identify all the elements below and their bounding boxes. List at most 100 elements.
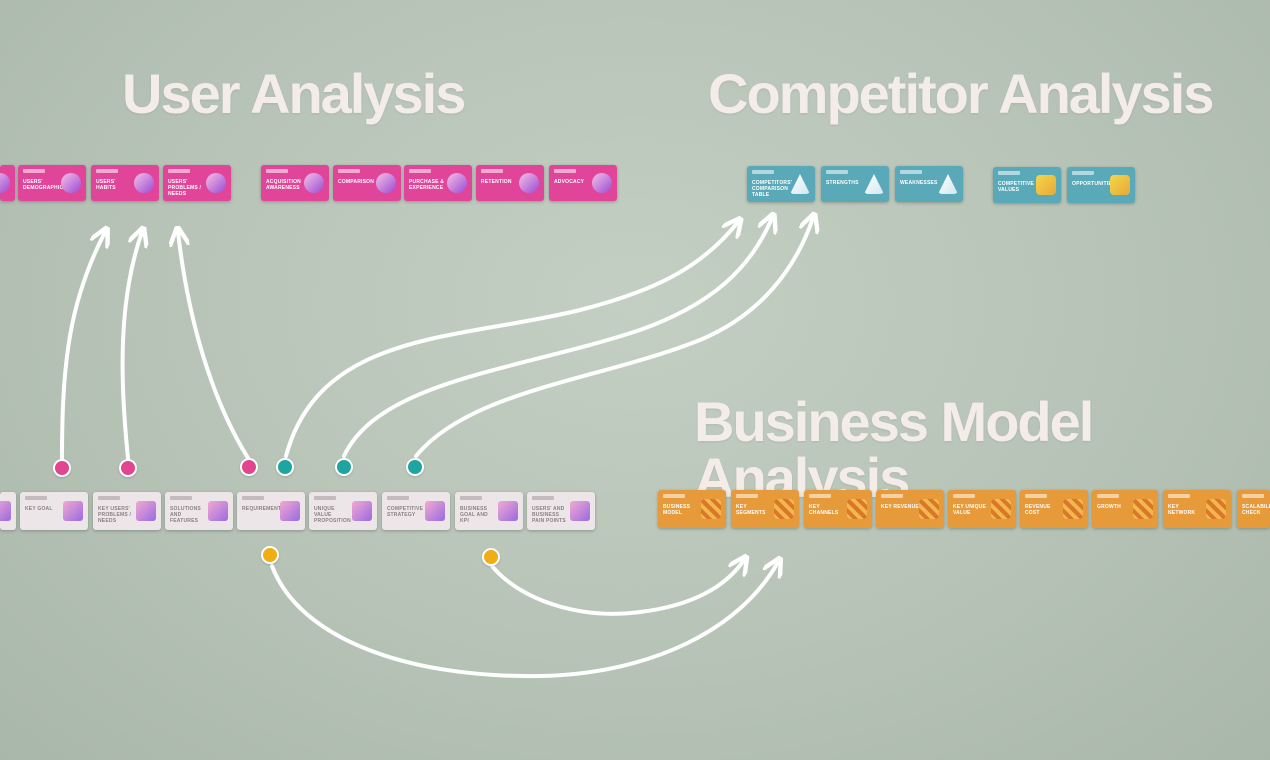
card-art-icon bbox=[376, 173, 396, 193]
user-card-problems[interactable]: Users' Problems / Needs bbox=[163, 165, 231, 201]
card-title: Users' Habits bbox=[96, 179, 116, 191]
business-card-scalability[interactable]: Scalability Check bbox=[1237, 490, 1270, 528]
yellow-dot-1[interactable] bbox=[261, 546, 279, 564]
card-title: Retention bbox=[481, 179, 512, 185]
teal-dot-3[interactable] bbox=[406, 458, 424, 476]
user-card-acquisition[interactable]: Acquisition Awareness bbox=[261, 165, 329, 201]
user-card-purchase[interactable]: Purchase & Experience bbox=[404, 165, 472, 201]
card-art-icon bbox=[304, 173, 324, 193]
arrow-teal-2 bbox=[342, 218, 772, 458]
card-title: Unique Value Proposition bbox=[314, 506, 351, 524]
card-art-icon bbox=[774, 499, 794, 519]
card-title: Competitive Values bbox=[998, 181, 1035, 193]
business-card-unique-value[interactable]: Key Unique Value bbox=[948, 490, 1016, 528]
card-title: Requirements bbox=[242, 506, 285, 512]
card-art-icon bbox=[352, 501, 372, 521]
card-art-icon bbox=[864, 174, 884, 194]
card-title: Competitors' Comparison Table bbox=[752, 180, 793, 198]
card-title: Comparison bbox=[338, 179, 375, 185]
card-art-icon bbox=[938, 174, 958, 194]
user-card-0[interactable] bbox=[0, 165, 15, 201]
middle-card-competitive-strategy[interactable]: Competitive Strategy bbox=[382, 492, 450, 530]
competitor-card-weaknesses[interactable]: Weaknesses bbox=[895, 166, 963, 202]
card-title: Users' and Business Pain Points bbox=[532, 506, 566, 524]
card-title: Key Goal bbox=[25, 506, 53, 512]
middle-card-pain-points[interactable]: Users' and Business Pain Points bbox=[527, 492, 595, 530]
business-card-segments[interactable]: Key Segments bbox=[731, 490, 799, 528]
middle-card-key-goal[interactable]: Key Goal bbox=[20, 492, 88, 530]
competitor-card-strengths[interactable]: Strengths bbox=[821, 166, 889, 202]
business-card-revenue[interactable]: Key Revenue bbox=[876, 490, 944, 528]
card-art-icon bbox=[1063, 499, 1083, 519]
card-art-icon bbox=[701, 499, 721, 519]
card-title: Key Users' Problems / Needs bbox=[98, 506, 132, 524]
yellow-dot-2[interactable] bbox=[482, 548, 500, 566]
card-art-icon bbox=[425, 501, 445, 521]
card-art-icon bbox=[208, 501, 228, 521]
card-art-icon bbox=[519, 173, 539, 193]
user-card-advocacy[interactable]: Advocacy bbox=[549, 165, 617, 201]
card-title: Revenue Cost bbox=[1025, 504, 1051, 516]
middle-card-business-goal[interactable]: Business Goal and KPI bbox=[455, 492, 523, 530]
competitor-card-opportunities[interactable]: Opportunities bbox=[1067, 167, 1135, 203]
business-model-analysis-heading: Business Model Analysis bbox=[694, 390, 1094, 509]
card-title: Weaknesses bbox=[900, 180, 938, 186]
middle-card-0[interactable] bbox=[0, 492, 16, 530]
pink-dot-1[interactable] bbox=[53, 459, 71, 477]
arrow-pink-2 bbox=[120, 232, 142, 460]
competitor-card-comparison-table[interactable]: Competitors' Comparison Table bbox=[747, 166, 815, 202]
card-title: Competitive Strategy bbox=[387, 506, 424, 518]
teal-dot-1[interactable] bbox=[276, 458, 294, 476]
card-title: Key Channels bbox=[809, 504, 839, 516]
competitor-analysis-heading: Competitor Analysis bbox=[708, 62, 1214, 125]
user-card-retention[interactable]: Retention bbox=[476, 165, 544, 201]
card-art-icon bbox=[919, 499, 939, 519]
user-card-demographics[interactable]: Users' Demographics bbox=[18, 165, 86, 201]
user-analysis-heading: User Analysis bbox=[122, 62, 466, 125]
user-card-comparison[interactable]: Comparison bbox=[333, 165, 401, 201]
arrow-pink-3 bbox=[178, 232, 250, 460]
middle-card-solutions[interactable]: Solutions and Features bbox=[165, 492, 233, 530]
card-art-icon bbox=[1133, 499, 1153, 519]
arrow-pink-1 bbox=[60, 232, 105, 460]
card-art-icon bbox=[570, 501, 590, 521]
card-title: Acquisition Awareness bbox=[266, 179, 301, 191]
card-title: Business Model bbox=[663, 504, 691, 516]
card-title: Key Unique Value bbox=[953, 504, 987, 516]
card-title: Users' Problems / Needs bbox=[168, 179, 202, 197]
arrow-yellow-1 bbox=[270, 562, 778, 679]
card-title: Scalability Check bbox=[1242, 504, 1270, 516]
card-title: Solutions and Features bbox=[170, 506, 201, 524]
user-card-habits[interactable]: Users' Habits bbox=[91, 165, 159, 201]
card-art-icon bbox=[991, 499, 1011, 519]
middle-card-unique-value[interactable]: Unique Value Proposition bbox=[309, 492, 377, 530]
business-card-network[interactable]: Key Network bbox=[1163, 490, 1231, 528]
card-art-icon bbox=[0, 501, 11, 521]
card-title: Growth bbox=[1097, 504, 1121, 510]
middle-card-key-users-problems[interactable]: Key Users' Problems / Needs bbox=[93, 492, 161, 530]
card-title: Opportunities bbox=[1072, 181, 1116, 187]
card-title: Key Network bbox=[1168, 504, 1196, 516]
card-art-icon bbox=[1110, 175, 1130, 195]
pink-dot-3[interactable] bbox=[240, 458, 258, 476]
card-title: Business Goal and KPI bbox=[460, 506, 488, 524]
card-title: Users' Demographics bbox=[23, 179, 67, 191]
competitor-card-values[interactable]: Competitive Values bbox=[993, 167, 1061, 203]
card-art-icon bbox=[847, 499, 867, 519]
card-title: Advocacy bbox=[554, 179, 585, 185]
card-art-icon bbox=[134, 173, 154, 193]
card-title: Purchase & Experience bbox=[409, 179, 445, 191]
card-art-icon bbox=[447, 173, 467, 193]
card-title: Strengths bbox=[826, 180, 859, 186]
card-art-icon bbox=[498, 501, 518, 521]
card-art-icon bbox=[790, 174, 810, 194]
middle-card-requirements[interactable]: Requirements bbox=[237, 492, 305, 530]
business-card-cost[interactable]: Revenue Cost bbox=[1020, 490, 1088, 528]
business-card-growth[interactable]: Growth bbox=[1092, 490, 1158, 528]
card-title: Key Segments bbox=[736, 504, 766, 516]
business-card-model[interactable]: Business Model bbox=[658, 490, 726, 528]
business-card-channels[interactable]: Key Channels bbox=[804, 490, 872, 528]
teal-dot-2[interactable] bbox=[335, 458, 353, 476]
pink-dot-2[interactable] bbox=[119, 459, 137, 477]
